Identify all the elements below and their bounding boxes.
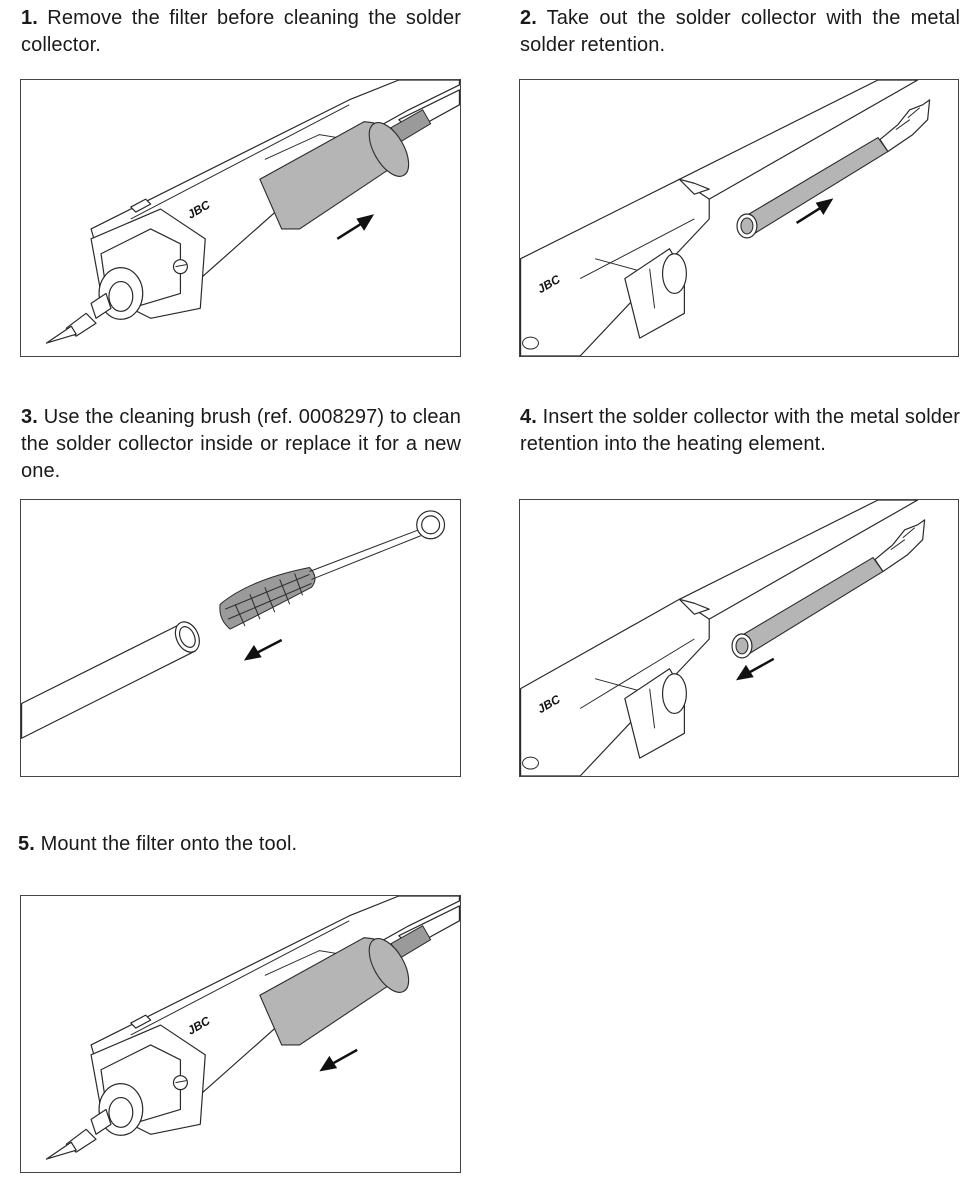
- step-1-text: 1. Remove the filter before cleaning the…: [21, 5, 461, 59]
- step-5-number: 5.: [18, 833, 35, 855]
- step-3-description: Use the cleaning brush (ref. 0008297) to…: [21, 406, 461, 482]
- step-5-illustration: JBC: [20, 895, 461, 1173]
- step-2-number: 2.: [520, 7, 537, 29]
- step-2-text: 2. Take out the solder collector with th…: [520, 5, 960, 59]
- step-5-description: Mount the filter onto the tool.: [40, 833, 298, 855]
- desoldering-tool-take-out-collector-drawing: JBC: [520, 80, 931, 356]
- step-2-description: Take out the solder collector with the m…: [520, 7, 961, 56]
- step-5-text: 5. Mount the filter onto the tool.: [18, 831, 458, 858]
- step-4-description: Insert the solder collector with the met…: [520, 406, 960, 455]
- step-4-illustration: JBC: [519, 499, 959, 777]
- step-3-text: 3. Use the cleaning brush (ref. 0008297)…: [21, 404, 461, 485]
- arrow-icon: [356, 214, 375, 231]
- arrow-icon-4: [735, 664, 754, 681]
- arrow-icon-2: [815, 198, 834, 215]
- arrow-icon-3: [243, 645, 262, 661]
- arrow-icon-5: [319, 1055, 338, 1072]
- step-3-number: 3.: [21, 406, 38, 428]
- step-1-number: 1.: [21, 7, 38, 29]
- step-2-illustration: JBC: [519, 79, 959, 357]
- desoldering-tool-mount-filter-drawing: JBC: [45, 896, 460, 1160]
- desoldering-tool-insert-collector-drawing: JBC: [520, 500, 926, 776]
- step-4-number: 4.: [520, 406, 537, 428]
- step-1-illustration: JBC: [20, 79, 461, 357]
- step-4-text: 4. Insert the solder collector with the …: [520, 404, 960, 458]
- cleaning-brush-drawing: [21, 510, 446, 739]
- desoldering-tool-remove-filter-drawing: JBC: [45, 80, 460, 344]
- step-1-description: Remove the filter before cleaning the so…: [21, 7, 461, 56]
- step-3-illustration: [20, 499, 461, 777]
